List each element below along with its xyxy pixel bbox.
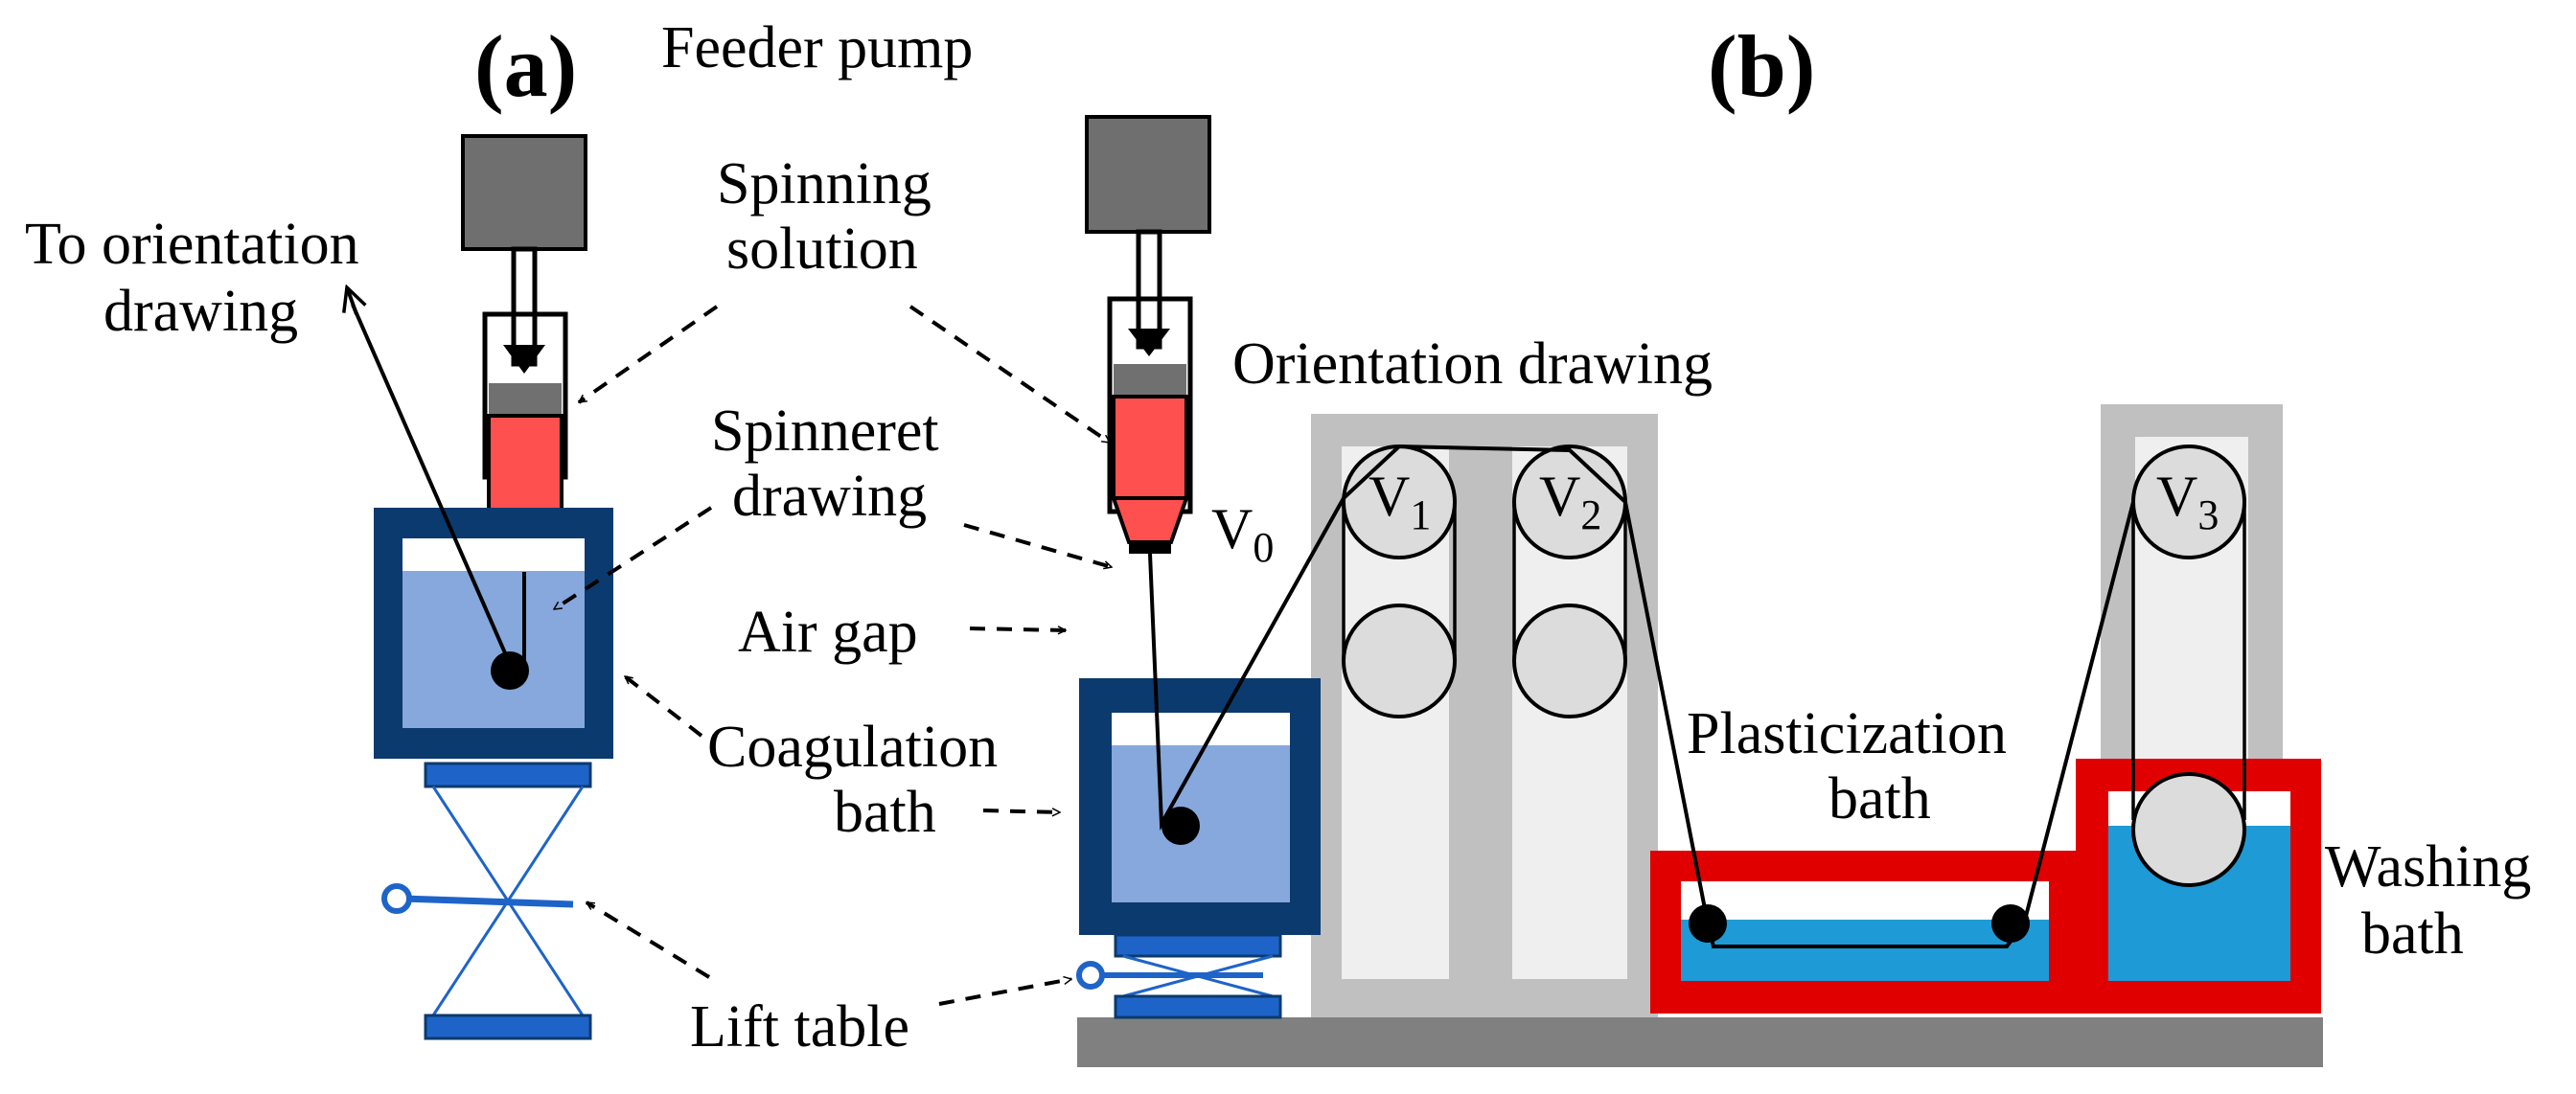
roller-v2-bottom <box>1512 604 1627 718</box>
syringe-piston-a <box>489 383 562 416</box>
syringe-piston-b <box>1114 364 1186 397</box>
spinning-solution-label-2: solution <box>726 217 918 282</box>
to-orientation-label-2: drawing <box>104 279 298 344</box>
panel-b-label: (b) <box>1708 17 1815 115</box>
coagulation-bath-label-1: Coagulation <box>707 715 998 780</box>
panel-a-label: (a) <box>474 17 577 115</box>
plunger-arrow-b <box>1128 329 1170 356</box>
orientation-drawing-label: Orientation drawing <box>1232 331 1713 397</box>
feeder-pump-b <box>1085 115 1211 234</box>
feeder-pump-a <box>461 134 587 251</box>
spinneret-drawing-label-2: drawing <box>732 464 927 529</box>
fiber-return-a <box>351 304 515 672</box>
v0-label: V0 <box>1211 497 1274 571</box>
lift-knob-b <box>1076 961 1105 990</box>
plunger-arrow-a <box>503 345 545 374</box>
to-orientation-arrow <box>347 287 356 315</box>
lift-table-base-b <box>1114 994 1282 1019</box>
plasticization-air <box>1681 881 2049 920</box>
lift-table-top-b <box>1114 933 1282 958</box>
v1-label: V1 <box>1368 465 1431 538</box>
nozzle-b <box>1129 542 1171 554</box>
leader-lift-a <box>586 900 711 979</box>
leader-spinning-a <box>579 305 719 404</box>
leader-coag-b <box>982 810 1060 812</box>
spinning-solution-a <box>487 414 564 523</box>
plasticization-label-2: bath <box>1828 766 1931 832</box>
guide-roller-plast-right <box>1991 904 2030 943</box>
base-plate <box>1077 1017 2323 1067</box>
to-orientation-label-1: To orientation <box>25 212 359 277</box>
roller-belt-2 <box>1512 502 1627 661</box>
v2-label: V2 <box>1539 465 1601 538</box>
coagulation-bath-label-2: bath <box>834 780 936 845</box>
lift-table-top-a <box>424 762 592 788</box>
lift-table-base-a <box>424 1014 592 1040</box>
v3-label: V3 <box>2156 465 2219 538</box>
roller-belt-1 <box>1342 502 1457 661</box>
lift-handle-a <box>402 895 574 908</box>
washing-bath-label-1: Washing <box>2325 834 2531 900</box>
lift-table-label: Lift table <box>690 994 909 1060</box>
roller-v1-bottom <box>1342 604 1457 718</box>
guide-roller-a <box>491 651 529 690</box>
plasticization-label-1: Plasticization <box>1687 701 2007 766</box>
leader-coag-a <box>625 674 703 738</box>
coagulation-liquid-b <box>1112 745 1290 902</box>
spinneret-tip-b <box>1111 496 1189 544</box>
spinning-solution-label-1: Spinning <box>717 151 932 217</box>
roller-belt-3 <box>2131 502 2246 820</box>
air-gap-label: Air gap <box>738 600 918 665</box>
guide-roller-plast-left <box>1689 904 1727 943</box>
lift-knob-a <box>381 883 412 914</box>
plasticization-liquid <box>1681 920 2049 981</box>
coagulation-liquid-a <box>402 571 585 728</box>
guide-roller-b <box>1162 807 1200 845</box>
washing-bath-label-2: bath <box>2361 901 2464 967</box>
bath-air-b <box>1112 713 1290 745</box>
roller-v3-bottom <box>2131 772 2246 887</box>
feeder-pump-label: Feeder pump <box>661 15 973 80</box>
leader-air-gap <box>969 628 1066 630</box>
leader-lift-b <box>938 979 1071 1006</box>
spinneret-drawing-label-1: Spinneret <box>711 399 939 464</box>
leader-spinning-b <box>908 305 1110 444</box>
leader-spinneret-b <box>963 523 1112 567</box>
leader-spinneret-a <box>554 506 713 611</box>
bath-air-a <box>402 538 585 571</box>
spinning-solution-b <box>1112 395 1188 500</box>
